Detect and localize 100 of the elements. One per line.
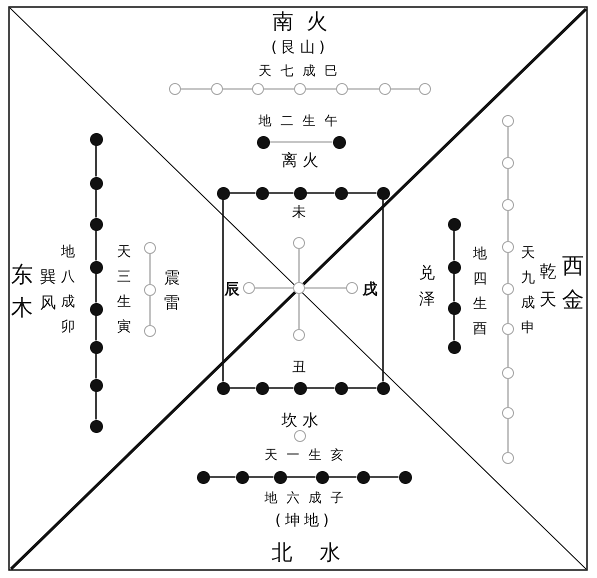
trigram-label: (艮山) (270, 38, 329, 56)
connector-line (507, 295, 509, 323)
solid-dot (256, 136, 270, 148)
connector-line (507, 169, 509, 199)
number-label: 天三生寅 (117, 243, 131, 337)
hollow-dot (293, 237, 305, 249)
hollow-dot (346, 282, 358, 294)
solid-dot (448, 340, 460, 354)
number-label: 天九成申 (521, 244, 535, 338)
hollow-dot (336, 83, 348, 95)
hollow-dot (502, 199, 514, 211)
solid-dot (90, 302, 102, 316)
connector-line (286, 476, 316, 478)
solid-dot (294, 382, 306, 394)
connector-line (306, 387, 334, 389)
solid-dot (376, 382, 390, 394)
connector-line (453, 314, 455, 340)
solid-dot (334, 382, 348, 394)
connector-line (328, 476, 356, 478)
hollow-dot (502, 283, 514, 295)
solid-dot (448, 218, 460, 230)
hollow-dot (502, 452, 514, 464)
hollow-dot (502, 241, 514, 253)
connector-line (306, 88, 336, 90)
hollow-dot (252, 83, 264, 95)
trigram-label: 乾天 (540, 261, 556, 312)
connector-line (268, 387, 294, 389)
number-label: 地八成卯 (61, 243, 75, 337)
branch-label: 丑 (292, 360, 306, 376)
connector-line (248, 476, 274, 478)
hollow-dot (243, 282, 255, 294)
hollow-dot (293, 282, 305, 294)
hollow-dot (502, 367, 514, 379)
solid-dot (398, 470, 412, 484)
hollow-dot (144, 242, 156, 254)
connector-line (95, 274, 97, 302)
trigram-label: 震雷 (164, 267, 180, 314)
number-label: 天七成巳 (258, 64, 346, 80)
solid-dot (274, 470, 286, 484)
connector-line (391, 88, 419, 90)
trigram-label: (坤地) (274, 511, 333, 529)
number-label: 地二生午 (258, 114, 346, 130)
connector-line (348, 88, 379, 90)
solid-dot (90, 420, 102, 432)
connector-line (348, 387, 376, 389)
direction-label: 北 水 (270, 540, 350, 566)
connector-line (270, 141, 332, 143)
trigram-label: 巽风 (40, 266, 56, 314)
connector-line (268, 192, 294, 194)
number-label: 地六成子 (264, 491, 352, 507)
connector-line (95, 146, 97, 176)
solid-dot (90, 176, 102, 190)
hollow-dot (144, 325, 156, 337)
number-label: 地四生酉 (473, 245, 487, 339)
connector-line (230, 387, 256, 389)
connector-line (223, 88, 252, 90)
hollow-dot (144, 284, 156, 296)
connector-line (264, 88, 294, 90)
branch-label: 辰 (224, 280, 240, 298)
solid-dot (356, 470, 370, 484)
hollow-dot (169, 83, 181, 95)
solid-dot (90, 260, 102, 274)
direction-label: 南 火 (272, 9, 330, 35)
solid-dot (334, 186, 348, 200)
solid-dot (216, 382, 230, 394)
connector-line (95, 230, 97, 260)
connector-line (95, 354, 97, 378)
connector-line (507, 419, 509, 452)
connector-line (95, 316, 97, 340)
connector-line (305, 287, 346, 289)
solid-dot (332, 136, 346, 148)
solid-dot (376, 186, 390, 200)
solid-dot (316, 470, 328, 484)
trigram-label: 兑泽 (419, 262, 435, 310)
connector-line (453, 274, 455, 302)
connector-line (348, 192, 376, 194)
trigram-label: 坎水 (280, 410, 324, 430)
connector-line (507, 211, 509, 241)
direction-label: 东木 (11, 262, 33, 323)
connector-line (507, 379, 509, 407)
hollow-dot (293, 329, 305, 341)
solid-dot (448, 260, 460, 274)
solid-dot (256, 382, 268, 394)
solid-dot (236, 470, 248, 484)
connector-line (95, 392, 97, 420)
connector-line (382, 200, 384, 382)
connector-line (210, 476, 236, 478)
connector-line (181, 88, 211, 90)
solid-dot (90, 340, 102, 354)
hollow-dot (379, 83, 391, 95)
solid-dot (196, 470, 210, 484)
connector-line (507, 335, 509, 367)
connector-line (222, 200, 224, 382)
connector-line (95, 190, 97, 218)
connector-line (507, 127, 509, 157)
solid-dot (90, 218, 102, 230)
connector-line (306, 192, 334, 194)
connector-line (255, 287, 293, 289)
connector-line (149, 296, 151, 325)
branch-label: 戌 (362, 280, 378, 298)
